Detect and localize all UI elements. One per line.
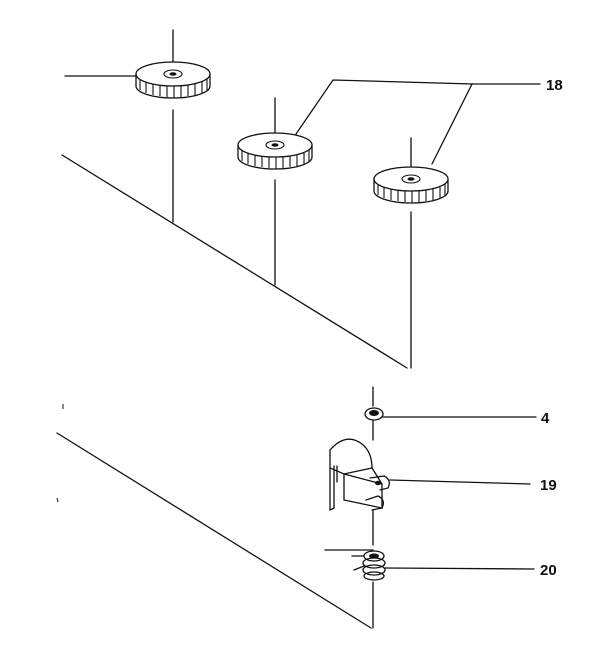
callout-20: 20 [540,562,557,579]
callout-18-leaders [295,79,541,165]
gear-3 [373,137,449,369]
upper-panel-edge [61,154,408,369]
lower-panel-edge [56,432,372,629]
washer [364,386,537,441]
gear-1 [64,29,211,223]
upper-panel [61,154,408,369]
callout-19: 19 [540,477,557,494]
mark-speck-2 [56,497,59,503]
lower-panel [56,404,372,629]
spring [324,549,535,629]
bracket [329,438,531,546]
gear-2 [237,97,313,286]
callout-4: 4 [541,410,550,427]
callout-18: 18 [546,77,563,94]
